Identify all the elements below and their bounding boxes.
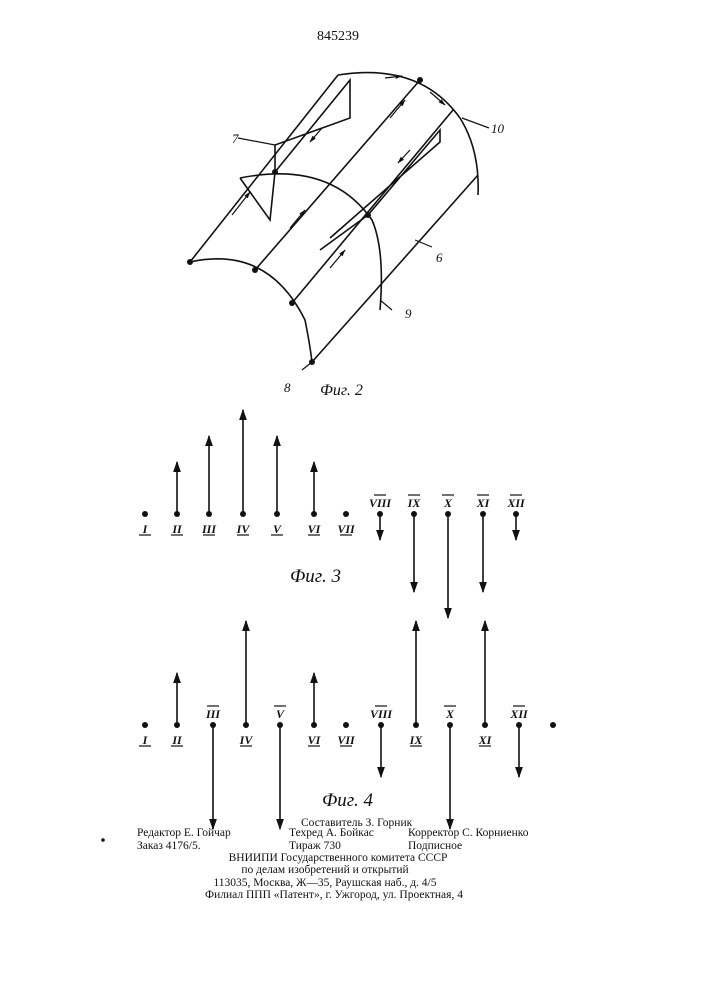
vector-label: XII bbox=[509, 707, 529, 721]
vector-label: III bbox=[205, 707, 221, 721]
subscription: Подписное bbox=[408, 840, 462, 852]
vector-label: XII bbox=[506, 496, 526, 510]
editor: Редактор Е. Гойчар bbox=[137, 827, 231, 839]
fig4-caption: Фиг. 4 bbox=[322, 790, 373, 811]
fig3-caption: Фиг. 3 bbox=[290, 566, 341, 587]
node-dot bbox=[252, 267, 258, 273]
vector-label: VI bbox=[308, 733, 322, 747]
label-6: 6 bbox=[436, 250, 443, 265]
vector-label: I bbox=[142, 522, 149, 536]
generatrix-1 bbox=[190, 75, 338, 262]
back-arc bbox=[338, 73, 478, 195]
print-run: Тираж 730 bbox=[289, 840, 341, 852]
vector-origin-dot bbox=[343, 511, 349, 517]
fig2-caption: Фиг. 2 bbox=[320, 382, 363, 399]
vector-label: II bbox=[171, 522, 183, 536]
generatrix-4 bbox=[312, 175, 478, 362]
techred: Техред А. Бойкас bbox=[289, 827, 374, 839]
address: 113035, Москва, Ж—35, Раушская наб., д. … bbox=[213, 877, 436, 889]
vector-label: I bbox=[142, 733, 149, 747]
vector-label: IX bbox=[407, 496, 422, 510]
vector-label: IV bbox=[236, 522, 251, 536]
vector-label: IV bbox=[239, 733, 254, 747]
middle-arc bbox=[240, 174, 381, 310]
vector-label: II bbox=[171, 733, 183, 747]
org-line-1: ВНИИПИ Государственного комитета СССР bbox=[229, 852, 448, 864]
vector-label: X bbox=[445, 707, 455, 721]
vector-origin-dot bbox=[343, 722, 349, 728]
node-dot bbox=[187, 259, 193, 265]
vector-label: XI bbox=[478, 733, 493, 747]
label-10: 10 bbox=[491, 121, 505, 136]
vector-label: IX bbox=[409, 733, 424, 747]
vector-label: VI bbox=[308, 522, 322, 536]
vector-label: VIII bbox=[370, 707, 393, 721]
patent-number: 845239 bbox=[317, 29, 359, 44]
figure-2-drawing bbox=[187, 73, 489, 370]
label-7: 7 bbox=[232, 131, 239, 146]
org-line-2: по делам изобретений и открытий bbox=[241, 864, 408, 876]
vector-label: XI bbox=[476, 496, 491, 510]
label-8: 8 bbox=[284, 380, 291, 395]
order: Заказ 4176/5. bbox=[137, 840, 201, 852]
corrector: Корректор С. Корниенко bbox=[408, 827, 529, 839]
vector-origin-dot bbox=[142, 511, 148, 517]
generatrix-2 bbox=[255, 80, 420, 270]
front-arc bbox=[190, 259, 312, 362]
vector-label: VII bbox=[337, 733, 356, 747]
vector-label: III bbox=[201, 522, 217, 536]
label-9: 9 bbox=[405, 306, 412, 321]
winding-7 bbox=[240, 80, 350, 220]
node-dot bbox=[417, 77, 423, 83]
vector-label: V bbox=[276, 707, 285, 721]
vector-label: VII bbox=[337, 522, 356, 536]
vector-label: VIII bbox=[369, 496, 392, 510]
vector-origin-dot bbox=[142, 722, 148, 728]
colophon: Составитель З. Горник Редактор Е. Гойчар… bbox=[137, 817, 529, 901]
vector-label: X bbox=[443, 496, 453, 510]
branch: Филиал ППП «Патент», г. Ужгород, ул. Про… bbox=[205, 889, 463, 901]
vector-label: V bbox=[273, 522, 282, 536]
node-dot bbox=[289, 300, 295, 306]
generatrix-3 bbox=[292, 110, 453, 303]
stray-mark bbox=[101, 838, 105, 842]
vector-origin-dot bbox=[550, 722, 556, 728]
